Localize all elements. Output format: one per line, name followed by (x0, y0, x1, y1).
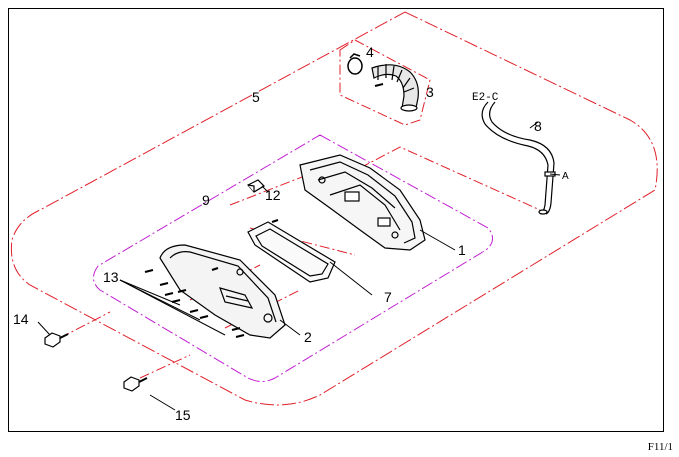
air-cleaner-cover (159, 244, 286, 339)
callout-5: 5 (252, 89, 260, 105)
callout-4: 4 (366, 44, 374, 60)
page-code: F11/1 (647, 441, 673, 453)
callout-3: 3 (426, 84, 434, 100)
screw (189, 309, 199, 313)
air-cleaner-case (299, 154, 426, 251)
callout-2: 2 (304, 329, 312, 345)
screw (211, 267, 219, 271)
callout-8: 8 (534, 118, 542, 134)
arrow-label: A (562, 171, 569, 182)
assembly-outline (10, 11, 658, 406)
screw (231, 327, 241, 331)
callout-13: 13 (103, 269, 119, 285)
duct-screw (374, 83, 384, 87)
breather-hose (481, 101, 556, 215)
subassembly-outline (93, 134, 493, 382)
screw (235, 334, 245, 338)
air-filter-element (247, 221, 336, 283)
snorkel-group-outline (339, 39, 431, 126)
callout-7: 7 (384, 289, 392, 305)
callout-14: 14 (13, 311, 29, 327)
screw (144, 269, 154, 273)
callout-1: 1 (458, 242, 466, 258)
screw (199, 315, 209, 319)
screw (271, 219, 279, 223)
callout-15: 15 (175, 407, 191, 423)
grommet (247, 179, 265, 193)
intake-duct (371, 64, 419, 112)
callout-12: 12 (265, 187, 281, 203)
diagram-frame (8, 8, 664, 432)
bolt-14 (44, 332, 69, 348)
screw (171, 299, 181, 303)
callout-9: 9 (202, 192, 210, 208)
screw (164, 292, 174, 296)
screw (159, 282, 169, 286)
hose-label: E2-C (472, 92, 499, 104)
screw (177, 289, 187, 293)
hose-clamp (347, 53, 363, 75)
screws (144, 219, 279, 338)
callout-leaders (37, 121, 561, 411)
bolt-15 (123, 376, 148, 392)
